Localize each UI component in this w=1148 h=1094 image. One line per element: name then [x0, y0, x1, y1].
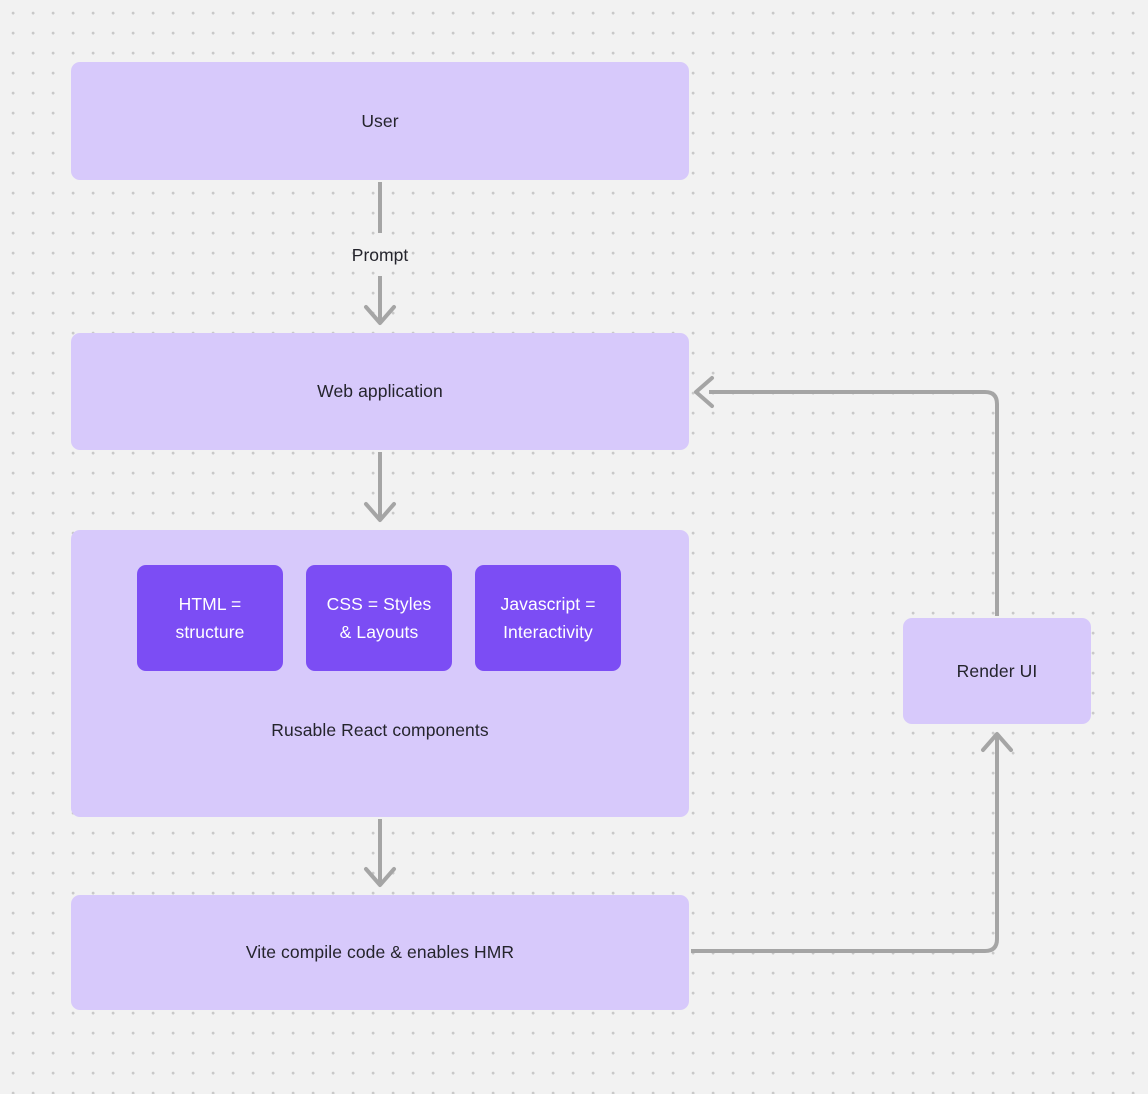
edge-render-to-webapp: [694, 376, 999, 616]
edge-components-to-vite: [364, 819, 396, 887]
node-render-ui[interactable]: Render UI: [903, 618, 1091, 724]
node-user-label: User: [361, 110, 399, 131]
edge-webapp-to-components: [364, 452, 396, 522]
chip-row: HTML = structure CSS = Styles & Layouts …: [137, 565, 623, 671]
node-react-components[interactable]: HTML = structure CSS = Styles & Layouts …: [71, 530, 689, 817]
node-user[interactable]: User: [71, 62, 689, 180]
chip-html[interactable]: HTML = structure: [137, 565, 283, 671]
node-render-ui-label: Render UI: [956, 660, 1038, 681]
node-react-components-caption: Rusable React components: [271, 720, 489, 740]
chip-javascript-label: Javascript = Interactivity: [500, 593, 596, 642]
chip-html-label: HTML = structure: [175, 593, 245, 642]
chip-css[interactable]: CSS = Styles & Layouts: [306, 565, 452, 671]
edge-vite-to-render: [691, 732, 1013, 953]
chip-javascript[interactable]: Javascript = Interactivity: [475, 565, 621, 671]
node-web-application[interactable]: Web application: [71, 333, 689, 450]
node-web-application-label: Web application: [317, 381, 443, 402]
edge-label-prompt: Prompt: [351, 245, 409, 265]
node-vite[interactable]: Vite compile code & enables HMR: [71, 895, 689, 1010]
chip-css-label: CSS = Styles & Layouts: [326, 593, 432, 642]
node-vite-label: Vite compile code & enables HMR: [245, 942, 515, 963]
